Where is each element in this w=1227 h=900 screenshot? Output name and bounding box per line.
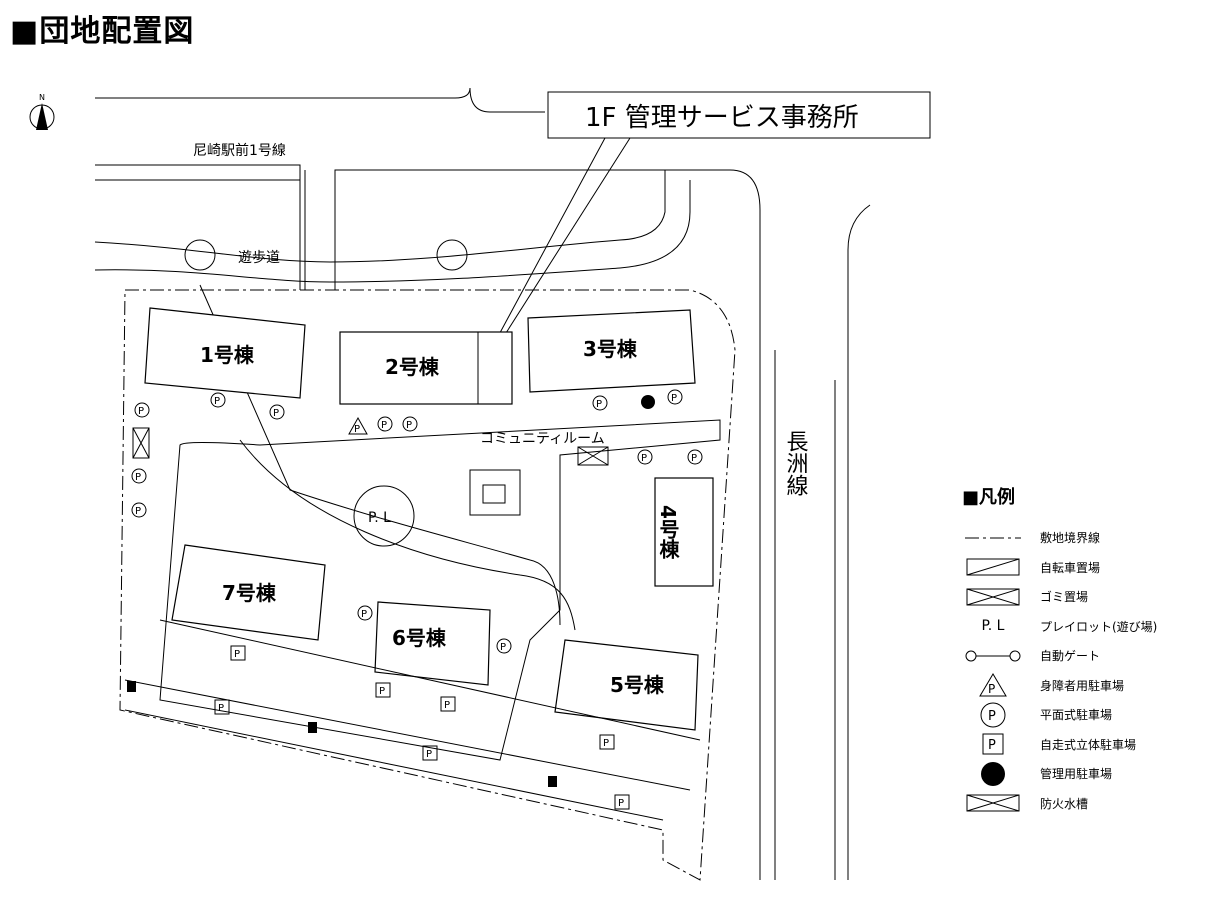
management-parking-icon <box>962 761 1024 786</box>
east-road-label: 長洲線 <box>783 430 809 496</box>
svg-text:P: P <box>381 420 387 431</box>
legend-label: ゴミ置場 <box>1040 590 1089 605</box>
svg-text:P: P <box>988 682 995 696</box>
multilevel-parking-marks: P P P P P P P <box>214 645 630 810</box>
legend-item-garbage: ゴミ置場 <box>962 582 1222 612</box>
svg-text:6号棟: 6号棟 <box>392 626 447 650</box>
svg-text:P: P <box>500 642 506 653</box>
multilevel-parking-icon: P <box>962 733 1024 755</box>
bicycle-parking-icon <box>962 556 1024 578</box>
site-boundary <box>119 289 736 881</box>
legend-title: ■凡例 <box>962 487 1016 508</box>
legend-label: 敷地境界線 <box>1040 531 1101 546</box>
svg-text:P: P <box>138 406 144 417</box>
playlot-icon: P. L <box>981 618 1005 635</box>
svg-text:7号棟: 7号棟 <box>222 581 277 605</box>
boundary-line-icon <box>962 527 1024 549</box>
svg-text:P: P <box>354 424 360 435</box>
svg-text:P: P <box>988 709 996 724</box>
garbage-icon <box>962 586 1024 608</box>
svg-text:5号棟: 5号棟 <box>610 673 665 697</box>
svg-text:P: P <box>444 700 450 711</box>
svg-text:P: P <box>618 798 624 809</box>
building-2: 2号棟 <box>339 331 513 405</box>
legend-item-accessible: P 身障者用駐車場 <box>962 671 1222 701</box>
legend-item-flat: P 平面式駐車場 <box>962 700 1222 730</box>
svg-text:P: P <box>214 396 220 407</box>
legend-label: プレイロット(遊び場) <box>1040 619 1158 634</box>
north-arrow-icon: N <box>29 93 55 130</box>
svg-text:P: P <box>426 749 432 760</box>
management-parking-marks <box>127 395 655 787</box>
svg-text:P: P <box>273 408 279 419</box>
svg-text:P: P <box>691 453 697 464</box>
legend-item-multilevel: P 自走式立体駐車場 <box>962 730 1222 760</box>
svg-text:N: N <box>39 93 45 102</box>
building-3: 3号棟 <box>527 309 696 393</box>
svg-text:P: P <box>135 506 141 517</box>
svg-text:P: P <box>234 649 240 660</box>
svg-text:1号棟: 1号棟 <box>200 343 255 367</box>
svg-text:3号棟: 3号棟 <box>583 337 638 361</box>
legend-label: 自走式立体駐車場 <box>1040 737 1137 752</box>
svg-text:P: P <box>988 738 996 753</box>
legend-label: 管理用駐車場 <box>1040 767 1113 782</box>
legend-label: 身障者用駐車場 <box>1040 678 1125 693</box>
building-6: 6号棟 <box>374 601 491 686</box>
page-title: ■団地配置図 <box>10 14 195 49</box>
legend-item-gate: 自動ゲート <box>962 641 1222 671</box>
fire-water-tank-icon <box>962 792 1024 814</box>
building-5: 5号棟 <box>554 639 699 731</box>
svg-text:P: P <box>379 686 385 697</box>
building-1: 1号棟 <box>144 307 306 399</box>
building-7: 7号棟 <box>171 544 326 641</box>
legend-item-management: 管理用駐車場 <box>962 759 1222 789</box>
north-road-label: 尼崎駅前1号線 <box>193 142 286 159</box>
svg-text:2号棟: 2号棟 <box>385 355 440 379</box>
legend-item-boundary: 敷地境界線 <box>962 523 1222 553</box>
svg-text:P: P <box>361 609 367 620</box>
parking-row-south <box>124 619 701 821</box>
svg-text:P: P <box>596 399 602 410</box>
promenade-label: 遊歩道 <box>238 250 280 266</box>
accessible-parking-icon: P <box>962 673 1024 697</box>
svg-text:P: P <box>641 453 647 464</box>
legend-label: 自転車置場 <box>1040 560 1101 575</box>
svg-text:1F 管理サービス事務所: 1F 管理サービス事務所 <box>585 103 859 133</box>
building-4: 4号棟 <box>654 477 714 587</box>
svg-text:P: P <box>218 703 224 714</box>
legend-label: 平面式駐車場 <box>1040 708 1113 723</box>
playlot: P. L <box>353 485 415 547</box>
legend-item-fire-tank: 防火水槽 <box>962 789 1222 819</box>
legend-item-playlot: P. L プレイロット(遊び場) <box>962 612 1222 642</box>
community-room-label: コミュニティルーム <box>480 431 605 447</box>
svg-text:P: P <box>603 738 609 749</box>
flat-parking-marks: P P P P P P P P P P P P P P <box>131 389 703 654</box>
legend: ■凡例 敷地境界線 自転車置場 ゴミ置場 P. L プレイロット(遊び場) 自動… <box>962 483 1222 818</box>
svg-text:4号棟: 4号棟 <box>656 505 680 560</box>
legend-label: 自動ゲート <box>1040 649 1101 664</box>
office-callout: 1F 管理サービス事務所 <box>487 91 931 356</box>
svg-text:P: P <box>406 420 412 431</box>
garbage-areas <box>132 427 609 466</box>
svg-text:P: P <box>671 393 677 404</box>
auto-gate-icon <box>962 645 1024 667</box>
legend-item-bicycle: 自転車置場 <box>962 553 1222 583</box>
svg-text:P: P <box>135 472 141 483</box>
legend-label: 防火水槽 <box>1040 796 1089 811</box>
flat-parking-icon: P <box>962 702 1024 728</box>
promenade <box>94 170 691 283</box>
svg-text:P. L: P. L <box>368 510 391 526</box>
north-road <box>95 87 761 880</box>
